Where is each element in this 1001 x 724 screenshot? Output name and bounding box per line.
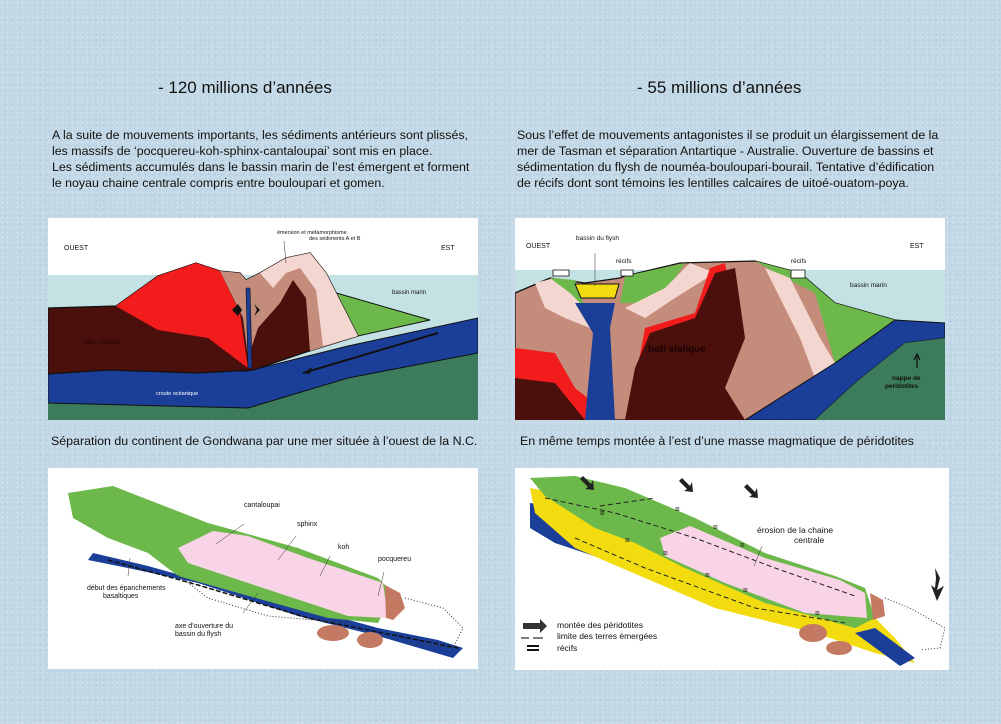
leader-line <box>283 240 287 264</box>
svg-text:=: = <box>625 536 630 545</box>
red-layer <box>515 263 730 420</box>
reef-symbol-icon: = = = = = = = = = <box>600 505 820 618</box>
east-label: EST <box>910 243 924 250</box>
legend-label: limite des terres émergées <box>557 631 657 641</box>
axis-label-2: bassin du flysh <box>175 631 221 638</box>
svg-text:=: = <box>705 571 710 580</box>
massif <box>870 593 885 620</box>
sialic-label: bati sialique <box>648 344 706 355</box>
massif <box>799 624 827 642</box>
text-line: Sous l’effet de mouvements antagonistes … <box>517 128 939 142</box>
emersion-label-2: des sédiments A et B <box>309 236 361 242</box>
basin-label: bassin marin <box>850 282 887 289</box>
erosion-label: érosion de la chaine <box>757 525 833 535</box>
west-label: OUEST <box>526 243 551 250</box>
peridotite-nappe <box>815 338 945 420</box>
flysh-basin <box>574 283 620 299</box>
pocquereu-label: pocquereu <box>378 556 411 563</box>
massif <box>317 625 349 641</box>
compression-arrows-icon <box>232 304 260 316</box>
basalt-strip <box>855 628 915 666</box>
legend-label: montée des péridotites <box>557 620 643 630</box>
left-paragraph: A la suite de mouvements importants, les… <box>52 127 522 191</box>
massif <box>357 632 383 648</box>
erosion-label-2: centrale <box>794 535 825 545</box>
red-layer <box>116 263 248 368</box>
svg-text:=: = <box>600 509 605 518</box>
pink-massifs <box>178 531 388 618</box>
massif <box>826 641 852 655</box>
basalt-strip <box>88 553 463 658</box>
left-period-title: - 120 millions d’années <box>158 78 332 97</box>
cross-section-120ma: OUEST EST émersion et métamorphisme des … <box>48 218 478 420</box>
subduction-arrow-icon <box>302 332 439 374</box>
basalt-label-2: basaltiques <box>103 593 139 600</box>
svg-text:=: = <box>675 505 680 514</box>
nappe-label: nappe de <box>892 375 921 382</box>
text-line: le noyau chaine centrale compris entre b… <box>52 176 385 190</box>
nappe-label-2: peridotites <box>885 383 919 390</box>
up-arrow-icon <box>913 352 921 368</box>
right-paragraph: Sous l’effet de mouvements antagonistes … <box>517 127 987 191</box>
leader-line <box>753 545 763 567</box>
axis-label: axe d’ouverture du <box>175 623 233 630</box>
left-caption: Séparation du continent de Gondwana par … <box>51 434 478 448</box>
svg-text:=: = <box>713 523 718 532</box>
sialic-label: bâti sialique <box>84 339 121 346</box>
arrow-icon <box>523 619 547 633</box>
legend-label: récifs <box>557 643 577 653</box>
svg-text:=: = <box>663 549 668 558</box>
leader-lines <box>127 523 385 614</box>
right-period-title: - 55 millions d’années <box>637 78 802 97</box>
basin-label: bassin marin <box>392 290 426 296</box>
cross-section-55ma: OUEST EST bassin du flysh récifs récifs … <box>515 218 945 420</box>
right-caption: En même temps montée à l’est d’une masse… <box>520 434 914 448</box>
text-line: sédimentation du flysh de nouméa-bouloup… <box>517 160 935 174</box>
basalt-label: début des épanchements <box>87 585 166 592</box>
text-line: A la suite de mouvements importants, les… <box>52 128 468 142</box>
text-line: de récifs dont sont témoins les lentille… <box>517 176 909 190</box>
crust-label: croute océanique <box>156 391 198 397</box>
dotted-outline <box>177 574 464 649</box>
pocquereu-massif <box>385 585 405 620</box>
west-label: OUEST <box>64 245 89 252</box>
cantaloupai-label: cantaloupai <box>244 502 280 509</box>
map-120ma: cantaloupai sphinx koh pocquereu début d… <box>48 468 478 669</box>
reef-symbol-icon <box>527 645 539 651</box>
pink-chain <box>660 526 867 618</box>
emersion-label: émersion et métamorphisme <box>277 230 347 236</box>
pink-layer <box>260 253 358 346</box>
fault <box>245 287 253 369</box>
svg-text:=: = <box>815 609 820 618</box>
svg-text:=: = <box>740 541 745 550</box>
sialic-basement <box>515 268 745 420</box>
pink-layer <box>625 263 835 378</box>
svg-text:=: = <box>743 586 748 595</box>
emerged-land-limit <box>544 497 856 624</box>
text-line: mer de Tasman et séparation Antartique -… <box>517 144 934 158</box>
arrow-head-icon <box>303 367 312 374</box>
flysh-column <box>575 303 615 420</box>
text-line: Les sédiments accumulés dans le bassin m… <box>52 160 470 174</box>
reefs-label: récifs <box>791 258 807 265</box>
koh-label: koh <box>338 544 349 551</box>
flysh-basin-label: bassin du flysh <box>576 235 619 242</box>
map-55ma: = = = = = = = = = érosion de la chaine centrale… <box>515 468 949 670</box>
arrow-icon <box>580 476 944 601</box>
text-line: les massifs de ‘pocquereu-koh-sphinx-can… <box>52 144 433 158</box>
oceanic-crust <box>744 319 945 420</box>
oceanic-crust <box>48 317 478 409</box>
sphinx-label: sphinx <box>297 521 318 528</box>
reef-icon <box>552 269 806 279</box>
opening-axis <box>107 559 459 649</box>
east-label: EST <box>441 245 455 252</box>
reefs-label: récifs <box>616 258 632 265</box>
green-layer <box>550 261 895 363</box>
